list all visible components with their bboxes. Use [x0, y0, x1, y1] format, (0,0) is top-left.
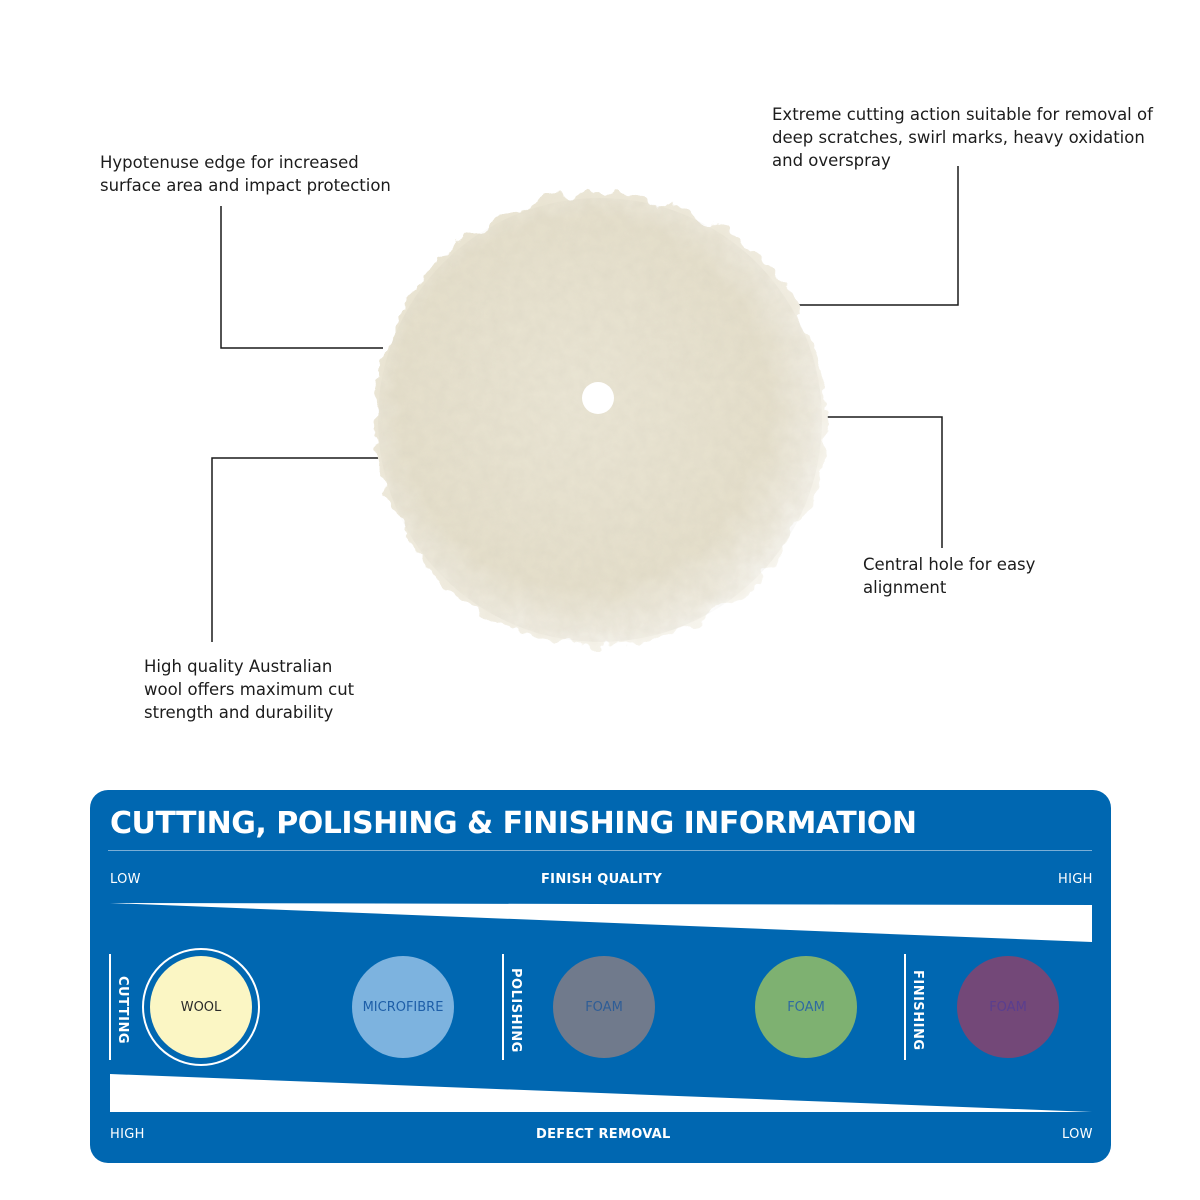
finish-quality-wedge	[110, 903, 1092, 942]
leader-edge	[220, 206, 383, 349]
leader-wool	[211, 457, 424, 642]
cutting-divider	[109, 954, 111, 1060]
central-hole	[582, 382, 614, 414]
scale-wedges	[110, 903, 1092, 1112]
polishing-divider	[502, 954, 504, 1060]
pad-disc-microfibre: MICROFIBRE	[352, 956, 454, 1058]
cutting-polishing-finishing-panel: CUTTING, POLISHING & FINISHING INFORMATI…	[90, 790, 1111, 1163]
pad-label-foam-purple: FOAM	[989, 999, 1027, 1015]
pad-disc-wool: WOOL	[150, 956, 252, 1058]
pad-disc-polishing-foam-grey: FOAM	[553, 956, 655, 1058]
finishing-section-label: FINISHING	[910, 970, 925, 1051]
finish-quality-low: LOW	[110, 872, 141, 887]
finishing-divider	[904, 954, 906, 1060]
selected-pad-ring	[142, 948, 260, 1066]
callout-cutting-action: Extreme cutting action suitable for remo…	[772, 105, 1153, 170]
title-divider	[108, 850, 1092, 851]
pad-label-microfibre: MICROFIBRE	[362, 999, 444, 1015]
wool-polishing-pad-image	[374, 194, 826, 646]
leader-cutting	[745, 166, 959, 306]
defect-removal-title: DEFECT REMOVAL	[536, 1127, 671, 1142]
pad-disc-polishing-foam-green: FOAM	[755, 956, 857, 1058]
defect-removal-wedge	[110, 1074, 1092, 1112]
polishing-section-label: POLISHING	[508, 968, 523, 1053]
pad-label-foam-grey: FOAM	[585, 999, 623, 1015]
cutting-section-label: CUTTING	[115, 976, 130, 1045]
defect-removal-high: HIGH	[110, 1127, 145, 1142]
pad-label-wool: WOOL	[180, 999, 222, 1015]
pad-disc-finishing-foam-purple: FOAM	[957, 956, 1059, 1058]
panel-title: CUTTING, POLISHING & FINISHING INFORMATI…	[110, 806, 917, 841]
pad-label-foam-green: FOAM	[787, 999, 825, 1015]
finish-quality-title: FINISH QUALITY	[541, 872, 663, 887]
defect-removal-low: LOW	[1062, 1127, 1093, 1142]
finish-quality-high: HIGH	[1058, 872, 1093, 887]
